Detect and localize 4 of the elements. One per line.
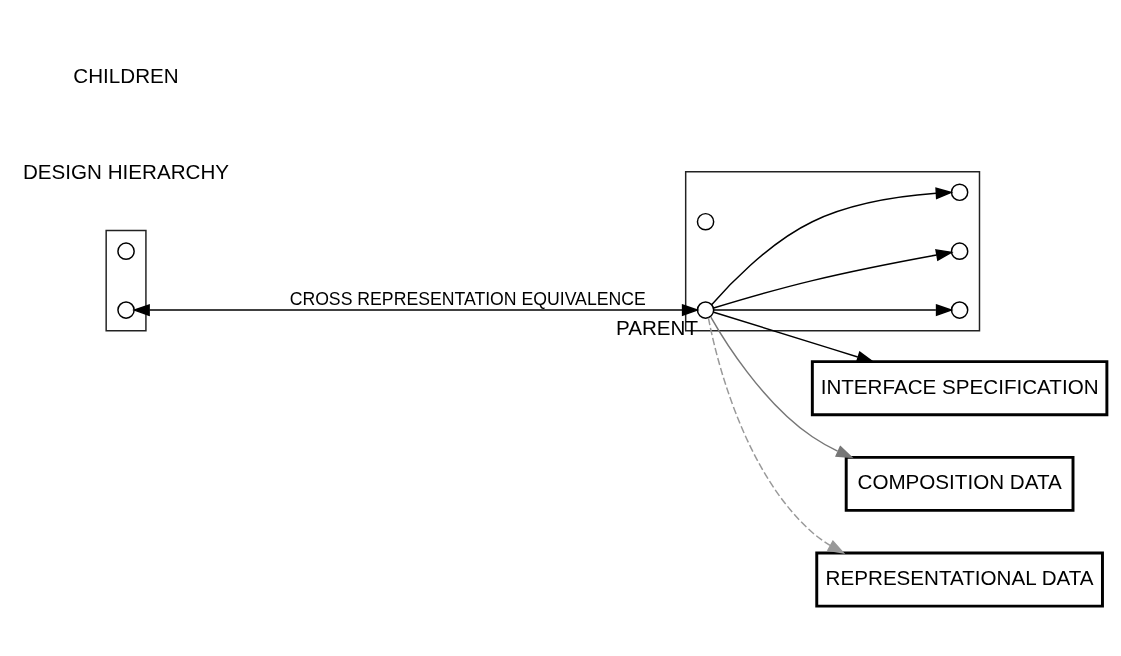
node-label: PARENT [615, 315, 698, 339]
label: CHILDREN [73, 63, 179, 87]
edge-label: CROSS REPRESENTATION EQUIVALENCE [289, 288, 646, 309]
label: DESIGN HIERARCHY [22, 159, 230, 183]
